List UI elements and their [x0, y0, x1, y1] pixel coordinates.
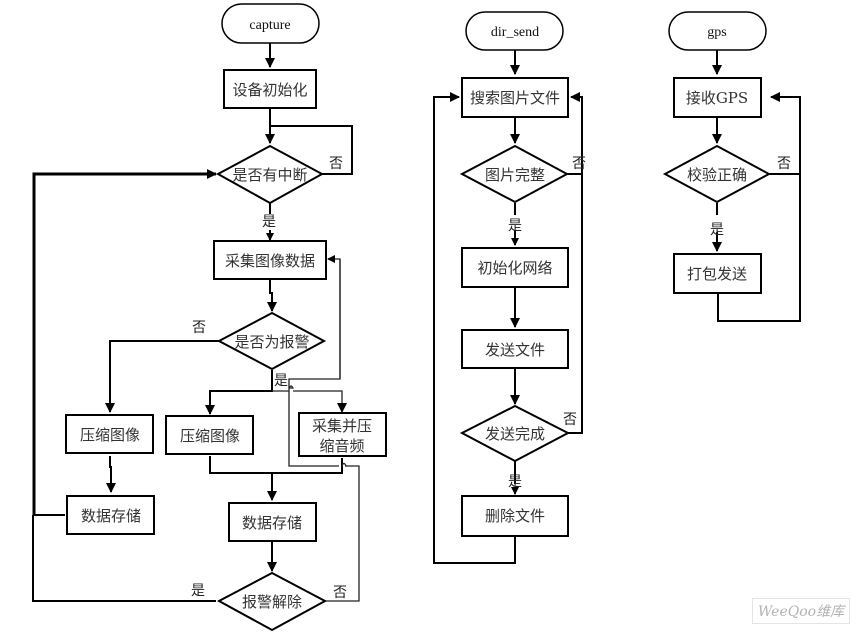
capture-connectors	[32, 43, 360, 602]
compress-image-normal-label: 压缩图像	[80, 426, 140, 444]
gps-start-node[interactable]: gps	[668, 11, 767, 51]
edge-cleared-yes	[32, 515, 216, 602]
send-file-label: 发送文件	[485, 341, 545, 359]
gps-connectors	[712, 50, 801, 322]
interrupt-decision-node[interactable]: 是否有中断	[215, 144, 325, 205]
pack-send-label: 打包发送	[687, 265, 747, 283]
acquire-audio-label-2: 缩音频	[319, 437, 364, 455]
acquire-audio-label-1: 采集并压	[312, 417, 372, 435]
compress-image-normal-node[interactable]: 压缩图像	[65, 414, 154, 454]
edge-compress-to-store	[106, 456, 116, 493]
init-device-label: 设备初始化	[232, 81, 307, 99]
send-complete-decision-node[interactable]: 发送完成	[459, 404, 571, 463]
alarm-decision-label: 是否为报警	[234, 333, 309, 351]
send-file-node[interactable]: 发送文件	[461, 329, 569, 369]
init-device-node[interactable]: 设备初始化	[223, 69, 317, 109]
interrupt-decision-label: 是否有中断	[232, 166, 307, 184]
compress-image-alarm-node[interactable]: 压缩图像	[165, 415, 254, 455]
search-files-node[interactable]: 搜索图片文件	[461, 77, 569, 118]
alarm-cleared-decision-label: 报警解除	[242, 593, 302, 611]
edge-bus-to-interrupt	[32, 169, 217, 515]
acquire-image-node[interactable]: 采集图像数据	[213, 240, 327, 280]
dir-send-start-label: dir_send	[491, 25, 539, 40]
edge-sent-no-loop	[568, 92, 583, 434]
send-complete-yes-label: 是	[508, 474, 522, 490]
capture-flowchart: capture 设备初始化 是否有中断 采集图像数据 是否为报警 压缩图像 数据…	[32, 3, 387, 632]
edge-alarm-yes-to-compress	[205, 370, 273, 415]
image-complete-decision-label: 图片完整	[485, 166, 545, 184]
init-network-node[interactable]: 初始化网络	[461, 247, 569, 288]
search-files-label: 搜索图片文件	[470, 89, 560, 107]
edge-loop-to-acquire	[327, 255, 341, 379]
gps-start-label: gps	[707, 25, 726, 40]
image-complete-decision-node[interactable]: 图片完整	[459, 144, 570, 204]
edge-cleared-no	[325, 465, 360, 602]
send-complete-decision-label: 发送完成	[485, 425, 545, 443]
verify-decision-node[interactable]: 校验正确	[662, 144, 772, 204]
compress-image-alarm-label: 压缩图像	[180, 427, 240, 445]
dir-send-connectors	[433, 50, 583, 564]
edge-crossing-hop	[341, 462, 347, 467]
delete-file-label: 删除文件	[485, 507, 545, 525]
image-complete-yes-label: 是	[508, 218, 522, 234]
edge-alarm-no	[105, 340, 219, 413]
interrupt-no-label: 否	[329, 156, 343, 172]
gps-flowchart: gps 接收GPS 校验正确 打包发送 否 是	[662, 11, 801, 322]
dir-send-flowchart: dir_send 搜索图片文件 图片完整 初始化网络 发送文件 发送完成 删除文…	[433, 11, 586, 564]
verify-yes-label: 是	[710, 222, 724, 238]
interrupt-yes-label: 是	[262, 214, 276, 230]
cleared-yes-label: 是	[191, 583, 205, 599]
alarm-yes-label: 是	[274, 373, 288, 389]
cleared-no-label: 否	[333, 585, 347, 601]
store-alarm-node[interactable]: 数据存储	[228, 502, 317, 542]
acquire-image-label: 采集图像数据	[225, 252, 315, 270]
store-normal-node[interactable]: 数据存储	[66, 495, 155, 535]
receive-gps-label: 接收GPS	[686, 89, 748, 107]
delete-file-node[interactable]: 删除文件	[461, 495, 569, 537]
edge-acquire-to-alarm	[267, 279, 277, 312]
pack-send-node[interactable]: 打包发送	[673, 253, 762, 294]
store-normal-label: 数据存储	[81, 507, 141, 525]
alarm-no-label: 否	[192, 320, 206, 336]
edge-pack-loop	[717, 92, 801, 322]
store-alarm-label: 数据存储	[242, 514, 302, 532]
init-network-label: 初始化网络	[477, 259, 552, 277]
edge-delete-loop	[433, 92, 516, 564]
alarm-cleared-decision-node[interactable]: 报警解除	[216, 571, 328, 632]
send-complete-no-label: 否	[563, 412, 577, 428]
alarm-decision-node[interactable]: 是否为报警	[216, 311, 327, 371]
acquire-audio-node[interactable]: 采集并压 缩音频	[298, 412, 387, 457]
receive-gps-node[interactable]: 接收GPS	[673, 77, 762, 118]
verify-no-label: 否	[777, 156, 791, 172]
edge-interrupt-no-loop	[270, 125, 353, 175]
edge-merge-to-store	[209, 456, 343, 474]
dir-send-start-node[interactable]: dir_send	[465, 11, 564, 51]
verify-decision-label: 校验正确	[687, 166, 747, 184]
image-complete-no-label: 否	[572, 156, 586, 172]
capture-start-node[interactable]: capture	[221, 3, 320, 44]
watermark-logo: WeeQoo维库	[752, 598, 850, 624]
edge-audio-loop-left	[288, 259, 341, 467]
capture-start-label: capture	[249, 18, 290, 33]
edge-alarm-yes-to-audio	[272, 390, 342, 412]
